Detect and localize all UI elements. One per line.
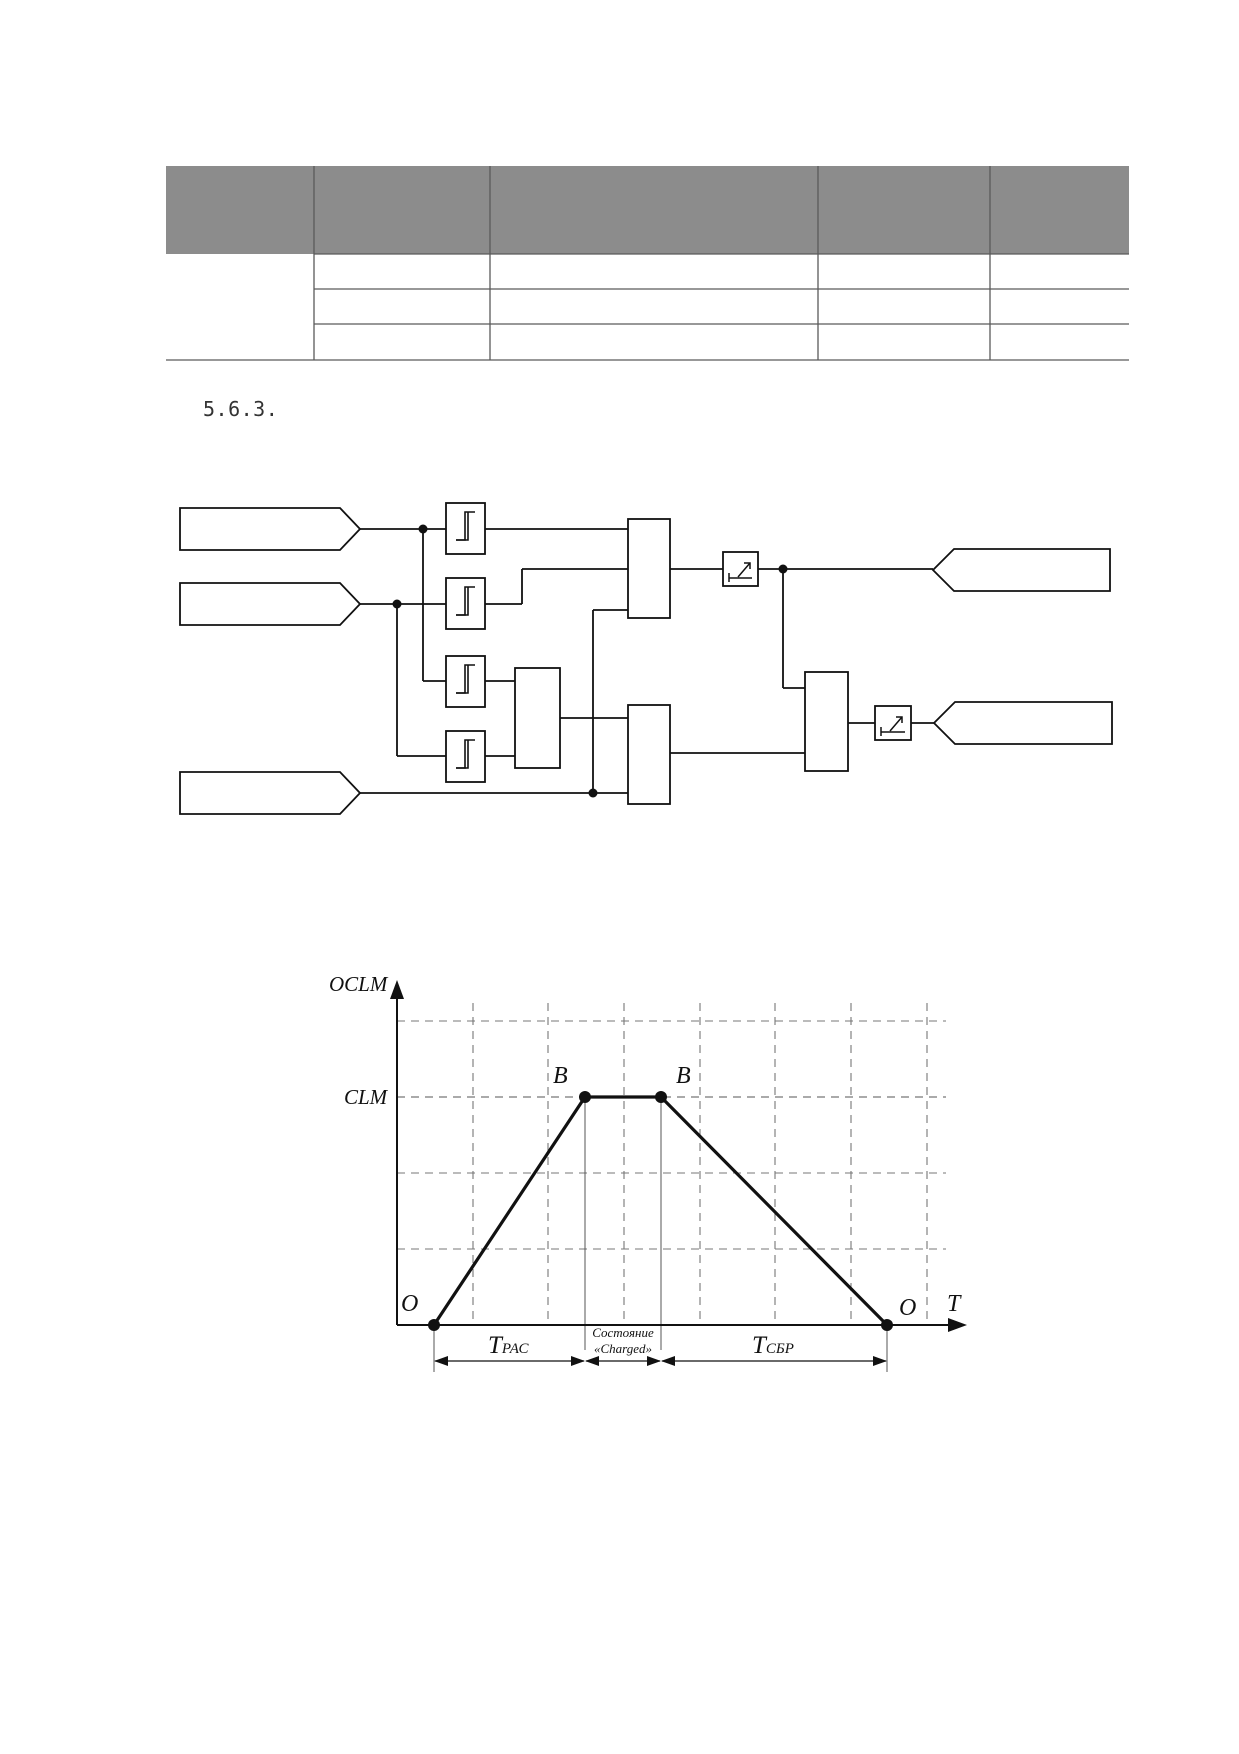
section-number: 5.6.3. — [203, 397, 279, 421]
point-o-start — [428, 1319, 440, 1331]
hysteresis-comparator-icon — [445, 577, 486, 630]
y-axis-label: OCLM — [329, 972, 389, 996]
input-connector-1 — [179, 507, 362, 551]
logic-scheme — [179, 502, 1113, 815]
junction-dot — [588, 788, 598, 798]
logic-block-and-2 — [627, 704, 671, 805]
output-connector-1 — [931, 548, 1111, 592]
timer-icon — [874, 705, 912, 741]
oclm-curve — [432, 1095, 889, 1327]
x-axis-label: T — [947, 1291, 962, 1317]
clm-label: CLM — [344, 1085, 389, 1109]
logic-block-and-1 — [627, 518, 671, 619]
logic-block-and-3 — [804, 671, 849, 772]
point-o-end — [881, 1319, 893, 1331]
parameter-table — [166, 166, 1129, 361]
table-header — [166, 166, 1129, 254]
hysteresis-comparator-icon — [445, 655, 486, 708]
label-b-left: B — [553, 1063, 568, 1089]
label-b-right: B — [676, 1063, 691, 1089]
hysteresis-comparator-icon — [445, 730, 486, 783]
input-connector-2 — [179, 582, 362, 626]
point-b-left — [579, 1091, 591, 1103]
junction-dot — [778, 564, 788, 574]
hysteresis-comparator-icon — [445, 502, 486, 555]
charged-state-line1: Состояние — [592, 1325, 654, 1340]
input-connector-3 — [179, 771, 362, 815]
t-rise-label: TРАС — [488, 1332, 530, 1359]
y-axis-arrow-icon — [390, 980, 404, 999]
label-o-start: O — [401, 1291, 418, 1317]
junction-dot — [392, 599, 402, 609]
logic-block-or — [514, 667, 561, 769]
charged-state-line2: «Charged» — [594, 1341, 652, 1356]
label-o-end: O — [899, 1295, 916, 1321]
x-axis-arrow-icon — [948, 1318, 967, 1332]
junction-dot — [418, 524, 428, 534]
timer-icon — [722, 551, 759, 587]
graph-grid — [397, 1003, 946, 1325]
t-reset-label: TСБР — [752, 1332, 794, 1359]
output-connector-2 — [932, 701, 1113, 745]
point-b-right — [655, 1091, 667, 1103]
